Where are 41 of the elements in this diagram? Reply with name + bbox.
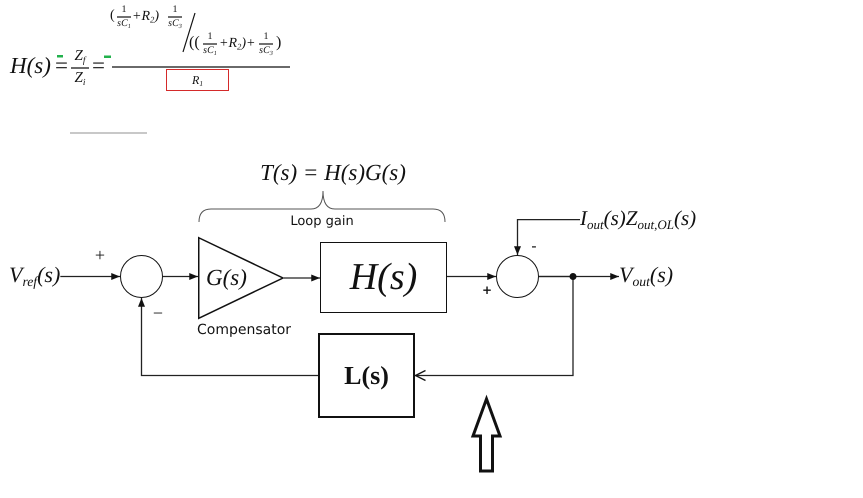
formula-term: sC$_{1}$ <box>117 19 131 29</box>
brace-label: Loop gain <box>290 215 354 228</box>
formula-term: sC$_{3}$ <box>259 46 273 56</box>
signal-label: I$_{out}$(s)Z$_{out,OL}$(s) <box>580 206 696 232</box>
signal-label: V$_{out}$(s) <box>619 262 674 288</box>
formula-term: (( <box>189 35 200 51</box>
signal-arrow <box>414 276 574 382</box>
transfer-block: H(s) <box>320 242 447 313</box>
transfer-block: L(s) <box>318 333 415 418</box>
sign-label: + <box>94 246 106 264</box>
summing-junction <box>120 255 163 298</box>
signal-label: V$_{ref}$(s) <box>9 262 60 288</box>
formula-term: ( <box>110 9 115 23</box>
term-box: R$_{1}$ <box>166 69 229 91</box>
compensator-triangle: G(s) <box>198 237 284 319</box>
sign-label: + <box>482 284 492 296</box>
signal-arrow <box>138 298 318 376</box>
caption-text: Compensator <box>197 323 292 337</box>
formula-term: 1 <box>122 5 126 15</box>
signal-arrow <box>514 218 580 255</box>
formula-term: 1 <box>264 32 268 42</box>
formula-term: sC$_{1}$ <box>203 46 217 56</box>
formula-term: = <box>55 60 68 71</box>
sign-label: − <box>152 304 164 322</box>
formula-term: H(s) <box>10 54 51 77</box>
formula-term: 1 <box>208 32 212 42</box>
signal-arrow <box>60 273 120 280</box>
signal-arrow <box>447 273 496 280</box>
summing-junction <box>496 255 539 298</box>
formula-term: Z$_{f}$ <box>74 49 86 64</box>
formula-term: +R$_{2}$) <box>132 10 160 24</box>
sign-label: - <box>531 239 537 254</box>
formula-term: sC$_{3}$ <box>168 19 182 29</box>
signal-arrow <box>284 274 320 282</box>
formula-term: ) <box>276 35 282 51</box>
formula-term: +R$_{2}$)+ <box>219 37 256 51</box>
formula-term: 1 <box>172 5 178 15</box>
signal-arrow <box>163 273 198 280</box>
formula-term: = <box>92 60 105 71</box>
formula-term: Z$_{i}$ <box>74 71 86 86</box>
equation-text: T(s) = H(s)G(s) <box>260 161 406 184</box>
